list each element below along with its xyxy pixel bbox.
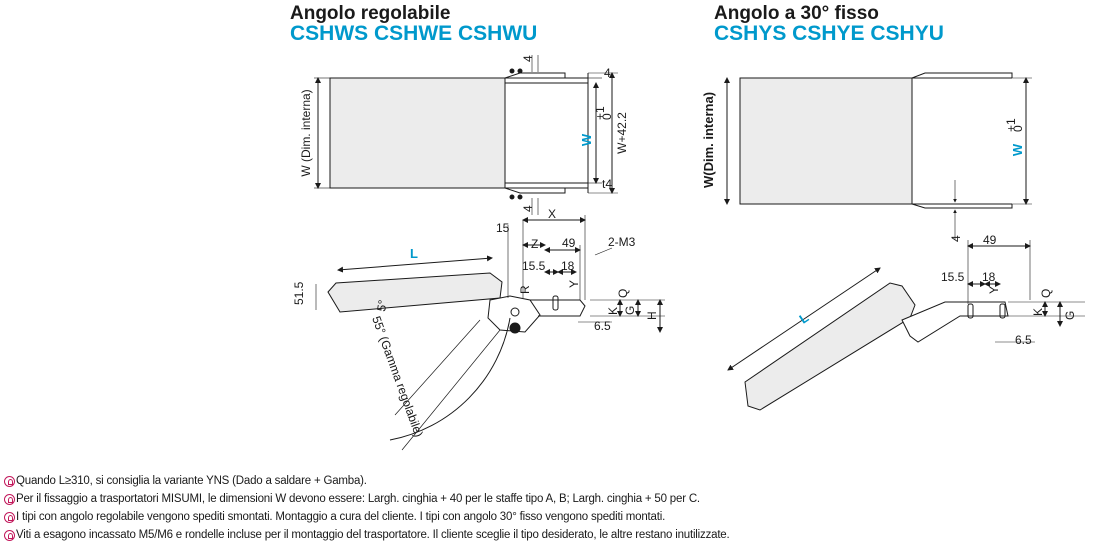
right-dim-y: Y bbox=[987, 286, 1001, 294]
left-dim-65: 6.5 bbox=[594, 319, 611, 333]
left-dim-q: Q bbox=[616, 289, 630, 298]
left-dim-18: 18 bbox=[561, 259, 575, 273]
left-dim-y: Y bbox=[567, 280, 581, 288]
left-tol-lower: 0 bbox=[600, 113, 614, 120]
note-text: Viti a esagono incassato M5/M6 e rondell… bbox=[16, 529, 730, 541]
note-item: Per il fissaggio a trasportatori MISUMI,… bbox=[4, 490, 730, 508]
left-dim-4-bottom: 4 bbox=[521, 205, 535, 212]
left-dim-z: Z bbox=[531, 237, 538, 251]
left-w-internal-label: W (Dim. interna) bbox=[299, 89, 313, 176]
left-dim-5deg: 5° bbox=[374, 299, 390, 313]
note-text: Quando L≥310, si consiglia la variante Y… bbox=[16, 475, 367, 487]
right-dim-49: 49 bbox=[983, 233, 997, 247]
right-top-view bbox=[724, 72, 1032, 240]
right-title: Angolo a 30° fisso bbox=[714, 3, 879, 24]
left-dim-l: L bbox=[410, 246, 418, 261]
left-dim-h: H bbox=[645, 311, 659, 320]
left-dim-4-right: 4 bbox=[604, 66, 611, 80]
left-dim-2m3: 2-M3 bbox=[608, 235, 636, 249]
pin-icon bbox=[4, 475, 15, 487]
left-dim-g: G bbox=[623, 306, 637, 315]
left-side-view bbox=[315, 215, 665, 451]
right-dim-k: K bbox=[1031, 308, 1045, 316]
left-w-tol-label: W bbox=[579, 133, 594, 146]
left-dim-515: 51.5 bbox=[292, 281, 306, 305]
note-item: Quando L≥310, si consiglia la variante Y… bbox=[4, 472, 730, 490]
right-dim-g: G bbox=[1063, 311, 1077, 320]
right-tol-lower: 0 bbox=[1011, 125, 1025, 132]
left-range-label: 55° (Gamma regolabile) bbox=[369, 314, 426, 439]
left-dim-15: 15 bbox=[496, 221, 510, 235]
right-product-codes: CSHYS CSHYE CSHYU bbox=[714, 22, 944, 45]
left-dim-t4: t4 bbox=[602, 177, 612, 191]
note-item: I tipi con angolo regolabile vengono spe… bbox=[4, 508, 730, 526]
left-dim-155: 15.5 bbox=[522, 259, 546, 273]
left-product-codes: CSHWS CSHWE CSHWU bbox=[290, 22, 538, 45]
left-dim-4-top: 4 bbox=[521, 55, 535, 62]
left-dim-x: X bbox=[548, 207, 556, 221]
right-dim-65: 6.5 bbox=[1015, 333, 1032, 347]
note-text: Per il fissaggio a trasportatori MISUMI,… bbox=[16, 493, 700, 505]
right-tol-upper: +1 bbox=[1004, 118, 1018, 132]
right-side-view bbox=[727, 240, 1085, 411]
pin-icon bbox=[4, 529, 15, 541]
left-w-plus-label: W+42.2 bbox=[615, 112, 629, 154]
right-dim-4: 4 bbox=[949, 235, 963, 242]
pin-icon bbox=[4, 511, 15, 523]
right-dim-q: Q bbox=[1039, 289, 1053, 298]
note-text: I tipi con angolo regolabile vengono spe… bbox=[16, 511, 666, 523]
right-w-tol-label: W bbox=[1010, 143, 1025, 156]
notes-list: Quando L≥310, si consiglia la variante Y… bbox=[4, 472, 730, 544]
right-w-internal-label: W(Dim. interna) bbox=[701, 92, 716, 188]
right-dim-155: 15.5 bbox=[941, 270, 965, 284]
left-tol-upper: +1 bbox=[593, 106, 607, 120]
right-dim-l: L bbox=[796, 310, 811, 327]
right-dim-18: 18 bbox=[982, 270, 996, 284]
technical-drawing: W (Dim. interna) W +1 0 W+42.2 4 4 t4 4 bbox=[292, 55, 1085, 451]
left-top-view bbox=[314, 55, 618, 215]
note-item: Viti a esagono incassato M5/M6 e rondell… bbox=[4, 526, 730, 544]
left-dim-49: 49 bbox=[562, 236, 576, 250]
pin-icon bbox=[4, 493, 15, 505]
left-dim-r: R bbox=[518, 285, 532, 294]
left-title: Angolo regolabile bbox=[290, 3, 451, 24]
left-dim-k: K bbox=[606, 307, 620, 315]
